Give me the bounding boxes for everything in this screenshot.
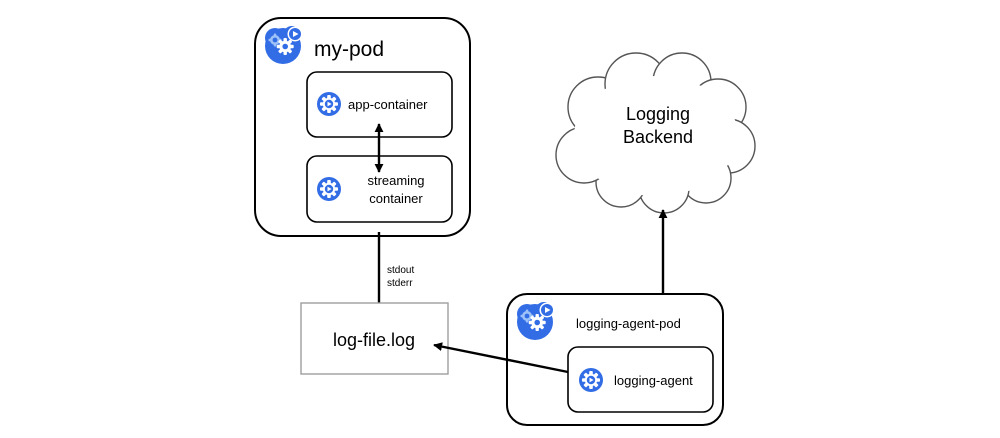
log-file-label: log-file.log — [333, 330, 415, 350]
logging-agent-box — [567, 346, 714, 413]
logging-backend-label-line1: Logging — [626, 104, 690, 124]
logging-backend-cloud — [555, 52, 756, 214]
logging-agent-icon — [579, 368, 603, 392]
agent-reads-log-arrow — [433, 342, 569, 374]
logging-agent-label: logging-agent — [614, 373, 693, 388]
log-file-box — [300, 302, 449, 375]
streaming-container-label-line1: streaming — [367, 173, 424, 188]
app-container-icon — [317, 92, 341, 116]
app-container-label: app-container — [348, 97, 428, 112]
logging-agent-pod-title: logging-agent-pod — [576, 316, 681, 331]
logging-backend-label-line2: Backend — [623, 127, 693, 147]
stdout-label: stdout — [387, 265, 414, 276]
stderr-label: stderr — [387, 278, 413, 289]
streaming-container-label-line2: container — [369, 191, 423, 206]
my-pod-title: my-pod — [314, 38, 384, 61]
streaming-container-icon — [317, 177, 341, 201]
